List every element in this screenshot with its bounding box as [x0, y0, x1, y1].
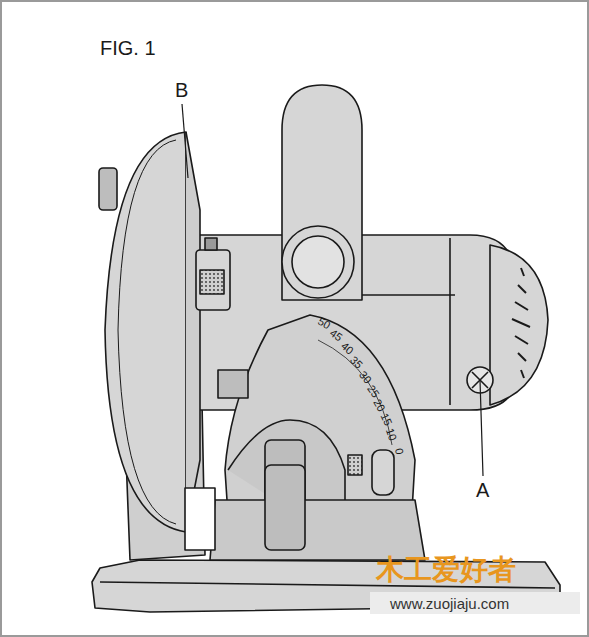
depth-knob [99, 168, 117, 210]
lock-switch [196, 250, 230, 310]
shoe-plate [210, 500, 425, 560]
vent-slot [521, 268, 524, 276]
bevel-lock-knurl [348, 455, 362, 475]
bevel-lock-knob [372, 450, 394, 495]
leader-line [182, 104, 188, 178]
vent-slot [521, 370, 524, 378]
watermark-logo: 木工爱好者 [376, 556, 516, 584]
motor-end-cap [490, 245, 548, 405]
figure-title: FIG. 1 [100, 38, 156, 58]
handle [282, 85, 362, 300]
vent-slot [518, 285, 526, 293]
front-knob [282, 226, 354, 298]
vent-slots [512, 268, 530, 378]
vent-slot [512, 319, 530, 327]
leader-line [480, 380, 483, 476]
vent-slot [518, 353, 526, 361]
watermark-url: www.zuojiaju.com [390, 596, 509, 611]
vent-slot [515, 302, 528, 310]
center-rib [265, 440, 305, 550]
vent-slot [515, 336, 528, 344]
blade-window [185, 488, 215, 550]
watermark-band [370, 592, 580, 614]
callout-letter: B [175, 80, 188, 100]
callout-letter: A [476, 480, 489, 500]
